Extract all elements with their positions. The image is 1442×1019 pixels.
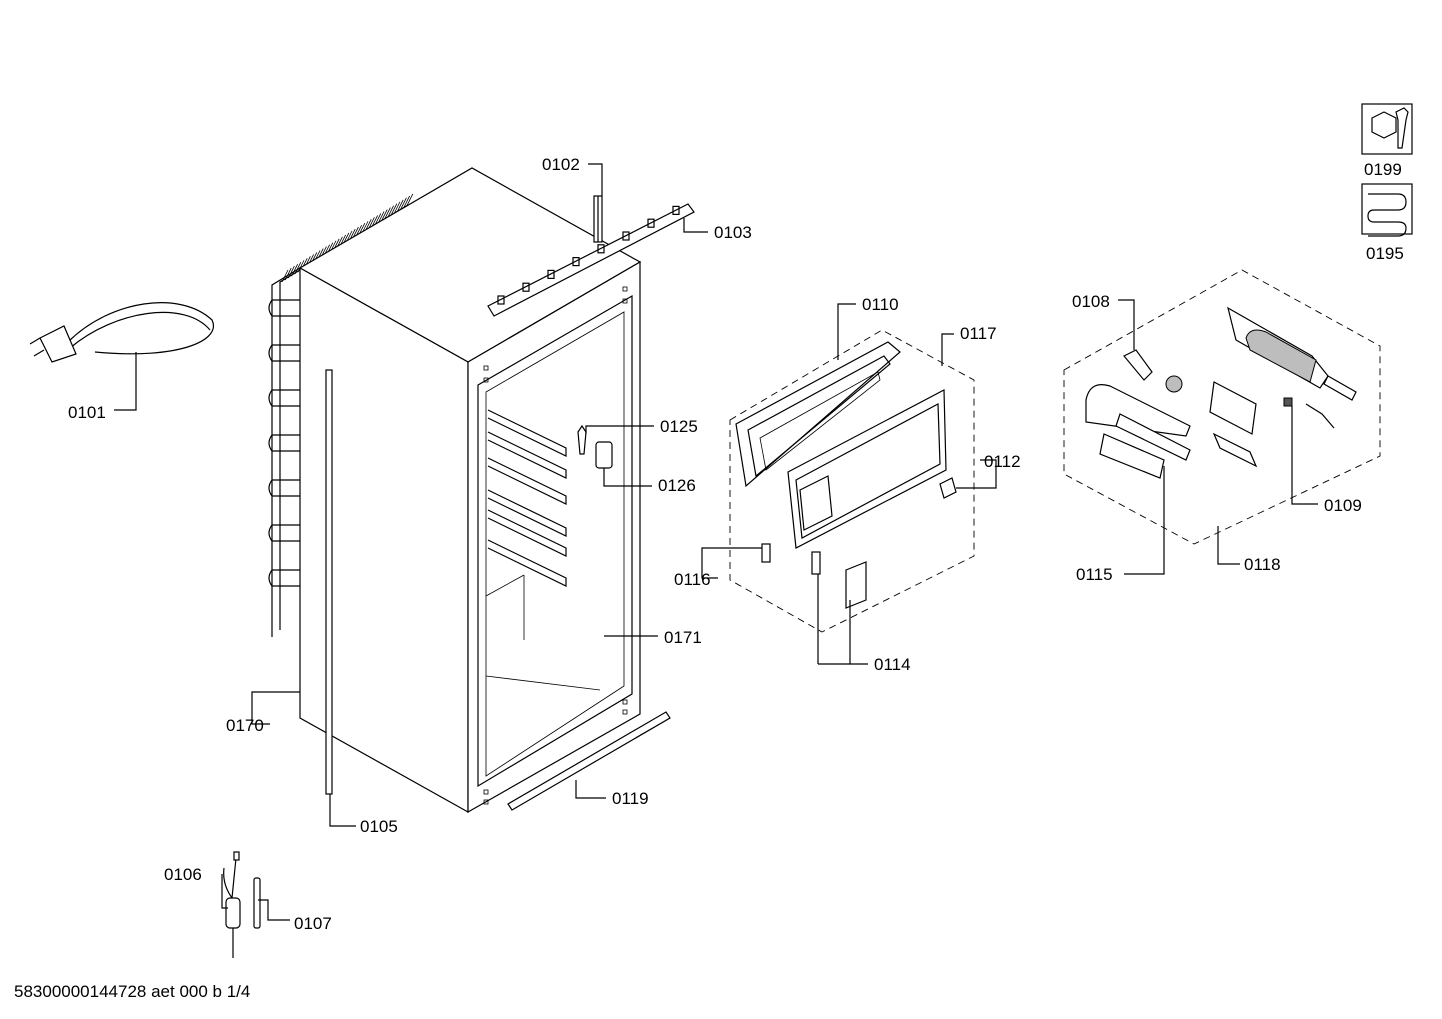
leader-lines [114,163,1318,921]
label-0106: 0106 [164,865,202,884]
label-0110: 0110 [862,295,899,314]
switch-part [1283,397,1335,429]
bottom-trim-strip [507,711,671,811]
label-0119: 0119 [612,789,649,808]
label-0115: 0115 [1076,565,1113,584]
label-0105: 0105 [360,817,398,836]
top-post [593,195,603,243]
door-group-box [729,329,975,633]
door-holder [811,551,867,609]
label-0112: 0112 [984,452,1021,471]
light-cover [1085,384,1191,479]
side-trim-strip [325,369,333,795]
label-0118: 0118 [1244,555,1281,574]
label-0108: 0108 [1072,292,1110,311]
label-0117: 0117 [960,324,997,343]
label-0114: 0114 [874,655,911,674]
coil-icon [1361,183,1413,237]
label-0109: 0109 [1324,496,1362,515]
door-panel [787,389,947,549]
label-0116: 0116 [674,570,711,589]
thermal-fuse-assembly [223,851,241,958]
label-0102: 0102 [542,155,580,174]
sensor-probe [253,877,261,929]
clip-part [577,424,587,455]
control-board [1209,381,1258,468]
label-0195: 0195 [1366,244,1404,263]
control-group-box [1063,269,1381,545]
label-0199: 0199 [1364,160,1402,179]
cabinet-housing [298,167,642,814]
label-0107: 0107 [294,914,332,933]
power-cord [29,302,214,363]
top-mounting-rail [487,203,695,317]
door-latch [761,543,771,563]
label-0170: 0170 [226,716,264,735]
label-0171: 0171 [664,628,702,647]
document-code: 58300000144728 aet 000 b 1/4 [14,982,251,1001]
label-0101: 0101 [68,403,106,422]
door-hinge-block [939,477,957,499]
control-housing [1227,306,1357,401]
label-0126: 0126 [658,476,696,495]
door-frame [735,341,901,488]
lamp-bulb [1123,349,1183,393]
label-0125: 0125 [660,417,698,436]
wrench-nut-icon [1361,103,1413,155]
cover-block [595,441,613,469]
label-0103: 0103 [714,223,752,242]
